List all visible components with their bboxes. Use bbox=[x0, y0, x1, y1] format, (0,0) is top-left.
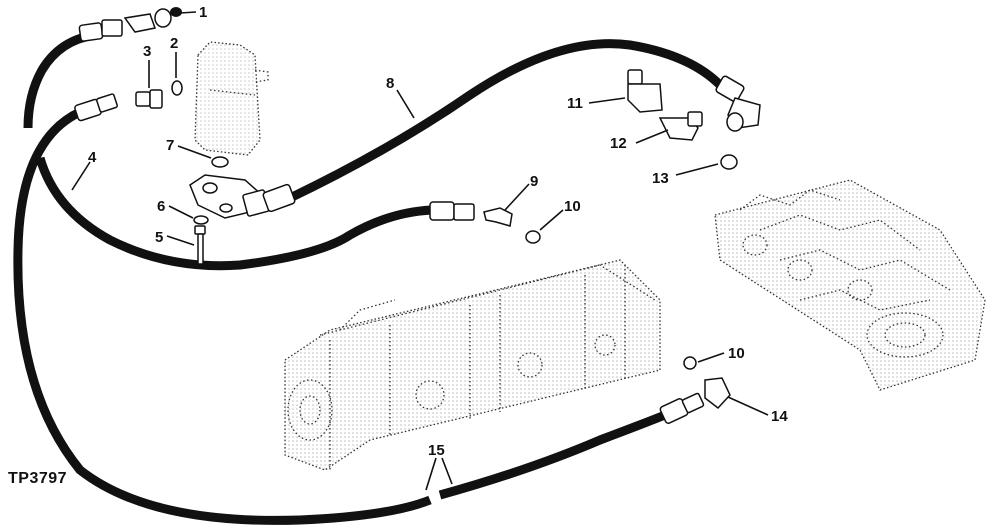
callout-13: 13 bbox=[652, 170, 669, 187]
callout-10-upper: 10 bbox=[564, 198, 581, 215]
callout-12: 12 bbox=[610, 135, 627, 152]
callout-2: 2 bbox=[170, 35, 178, 52]
hoses bbox=[13, 30, 724, 525]
hose-8 bbox=[288, 39, 724, 203]
callout-15: 15 bbox=[428, 442, 445, 459]
filter-housing bbox=[194, 41, 269, 156]
callout-7: 7 bbox=[166, 137, 174, 154]
callout-5: 5 bbox=[155, 229, 163, 246]
hose-15-lower bbox=[438, 410, 667, 500]
leader-lines bbox=[71, 11, 769, 491]
hose-4 bbox=[35, 156, 433, 271]
callout-6: 6 bbox=[157, 198, 165, 215]
callouts: 1 2 3 4 5 6 7 8 9 10 10 11 12 13 14 15 bbox=[88, 4, 788, 459]
figure-id: TP3797 bbox=[8, 470, 68, 487]
fittings bbox=[74, 7, 761, 424]
hose-long-loop bbox=[13, 107, 432, 525]
control-valve bbox=[714, 179, 986, 391]
callout-14: 14 bbox=[771, 408, 788, 425]
callout-4: 4 bbox=[88, 149, 97, 166]
hydraulic-pump bbox=[284, 259, 661, 471]
callout-8: 8 bbox=[386, 75, 394, 92]
hose-upper-left bbox=[23, 30, 96, 129]
callout-11: 11 bbox=[567, 95, 583, 112]
callout-9: 9 bbox=[530, 173, 538, 190]
callout-1: 1 bbox=[199, 4, 207, 21]
callout-3: 3 bbox=[143, 43, 151, 60]
callout-10-lower: 10 bbox=[728, 345, 745, 362]
